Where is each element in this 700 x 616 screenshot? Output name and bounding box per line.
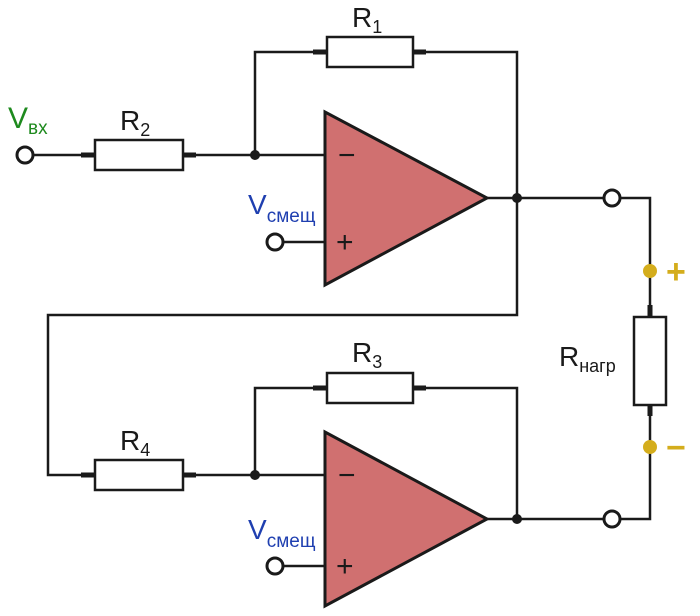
- opamp-top-plus-sign: +: [336, 226, 354, 259]
- bias-label-bottom: Vсмещ: [248, 514, 316, 552]
- load: + − Rнагр: [559, 253, 686, 467]
- junction-top-output: [512, 193, 522, 203]
- load-minus-sign: −: [666, 429, 686, 467]
- load-plus-dot: [643, 264, 657, 278]
- output-terminal-top: [602, 188, 622, 208]
- load-label: Rнагр: [559, 341, 616, 376]
- bias-terminal-top: [265, 232, 285, 252]
- input-label: Vвх: [8, 102, 48, 139]
- bottom-stage: − + Vсмещ R3 R4: [81, 337, 652, 609]
- top-stage: − + Vвх Vсмещ R1 R2: [8, 2, 652, 477]
- wire-r3-feedback-left: [253, 386, 325, 475]
- opamp-top-minus-sign: −: [338, 139, 356, 172]
- input-terminal: [15, 145, 35, 165]
- load-resistor: [632, 315, 668, 407]
- resistor-r1-label: R1: [352, 2, 382, 37]
- opamp-bottom-plus-sign: +: [336, 550, 354, 583]
- load-minus-dot: [643, 440, 657, 454]
- wire-r1-feedback-right: [46, 50, 519, 477]
- wire-to-load-top: [620, 196, 652, 317]
- wire-to-load-bottom: [620, 405, 652, 521]
- junction-bottom-input: [250, 470, 260, 480]
- bias-terminal-bottom: [265, 556, 285, 576]
- resistor-r4-label: R4: [120, 425, 150, 460]
- junction-top-input: [250, 150, 260, 160]
- resistor-r4: [81, 458, 196, 492]
- resistor-r3-label: R3: [352, 337, 382, 372]
- load-plus-sign: +: [666, 253, 686, 291]
- opamp-top: [323, 109, 491, 288]
- bias-label-top: Vсмещ: [248, 189, 316, 227]
- resistor-r3: [313, 371, 426, 405]
- resistor-r1: [313, 35, 426, 69]
- wire-r1-feedback-left: [253, 50, 325, 155]
- wire-r3-feedback-right: [413, 386, 519, 519]
- resistor-r2: [81, 138, 196, 172]
- resistor-r2-label: R2: [120, 105, 150, 140]
- opamp-bottom-minus-sign: −: [338, 459, 356, 492]
- output-terminal-bottom: [602, 509, 622, 529]
- junction-bottom-output: [512, 514, 522, 524]
- opamp-bottom: [323, 429, 491, 609]
